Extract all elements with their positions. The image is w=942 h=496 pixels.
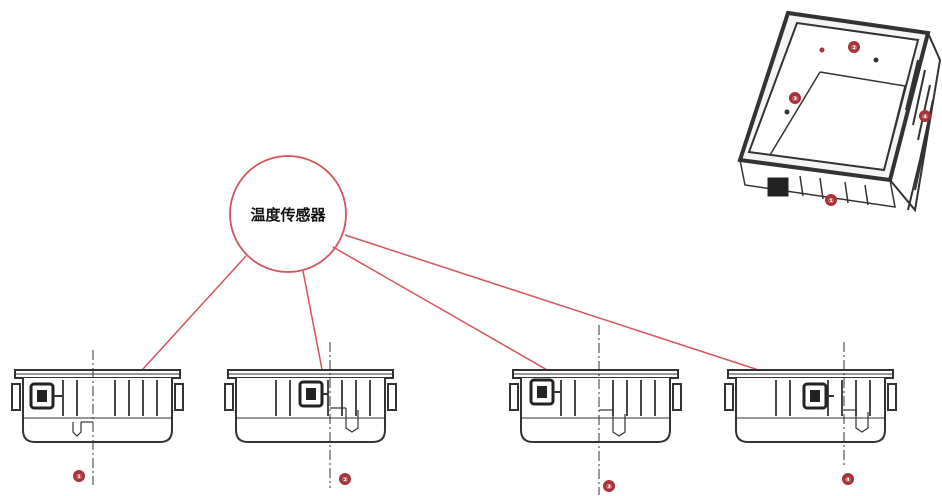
iso-marker-2: ② bbox=[848, 41, 860, 53]
front-view-2: ② bbox=[224, 342, 397, 488]
sensor-probe bbox=[345, 408, 359, 433]
svg-text:④: ④ bbox=[845, 476, 851, 484]
box-hole bbox=[873, 57, 879, 63]
iso-marker-1: ① bbox=[825, 194, 837, 206]
front-view-1: ① bbox=[11, 350, 184, 485]
iso-marker-3: ③ bbox=[789, 92, 801, 104]
sensor-probe bbox=[612, 410, 626, 437]
box-inner-floor bbox=[769, 71, 906, 171]
svg-text:①: ① bbox=[76, 473, 82, 481]
box-connector bbox=[767, 177, 789, 197]
box-front-fins bbox=[739, 159, 896, 208]
view-marker-3: ③ bbox=[603, 480, 615, 492]
sensor-callout-circle bbox=[229, 155, 347, 273]
svg-text:①: ① bbox=[828, 197, 834, 205]
box-hole bbox=[784, 109, 790, 115]
svg-text:③: ③ bbox=[792, 95, 798, 103]
isometric-box bbox=[737, 10, 942, 213]
front-view-3: ③ bbox=[509, 325, 682, 495]
view-marker-4: ④ bbox=[842, 473, 854, 485]
svg-text:②: ② bbox=[342, 476, 348, 484]
view-marker-1: ① bbox=[73, 470, 85, 482]
svg-text:④: ④ bbox=[922, 113, 928, 121]
front-view-4: ④ bbox=[724, 342, 897, 485]
sensor-probe bbox=[855, 410, 869, 433]
svg-text:③: ③ bbox=[606, 483, 612, 491]
box-hole bbox=[819, 47, 825, 53]
sensor-probe bbox=[72, 422, 82, 437]
view-marker-2: ② bbox=[339, 473, 351, 485]
iso-marker-4: ④ bbox=[919, 110, 931, 122]
sensor-callout: 温度传感器 bbox=[229, 155, 347, 273]
leader-lines bbox=[91, 234, 833, 426]
sensor-label: 温度传感器 bbox=[250, 206, 326, 224]
leader-line-4 bbox=[344, 234, 833, 395]
svg-text:②: ② bbox=[851, 44, 857, 52]
